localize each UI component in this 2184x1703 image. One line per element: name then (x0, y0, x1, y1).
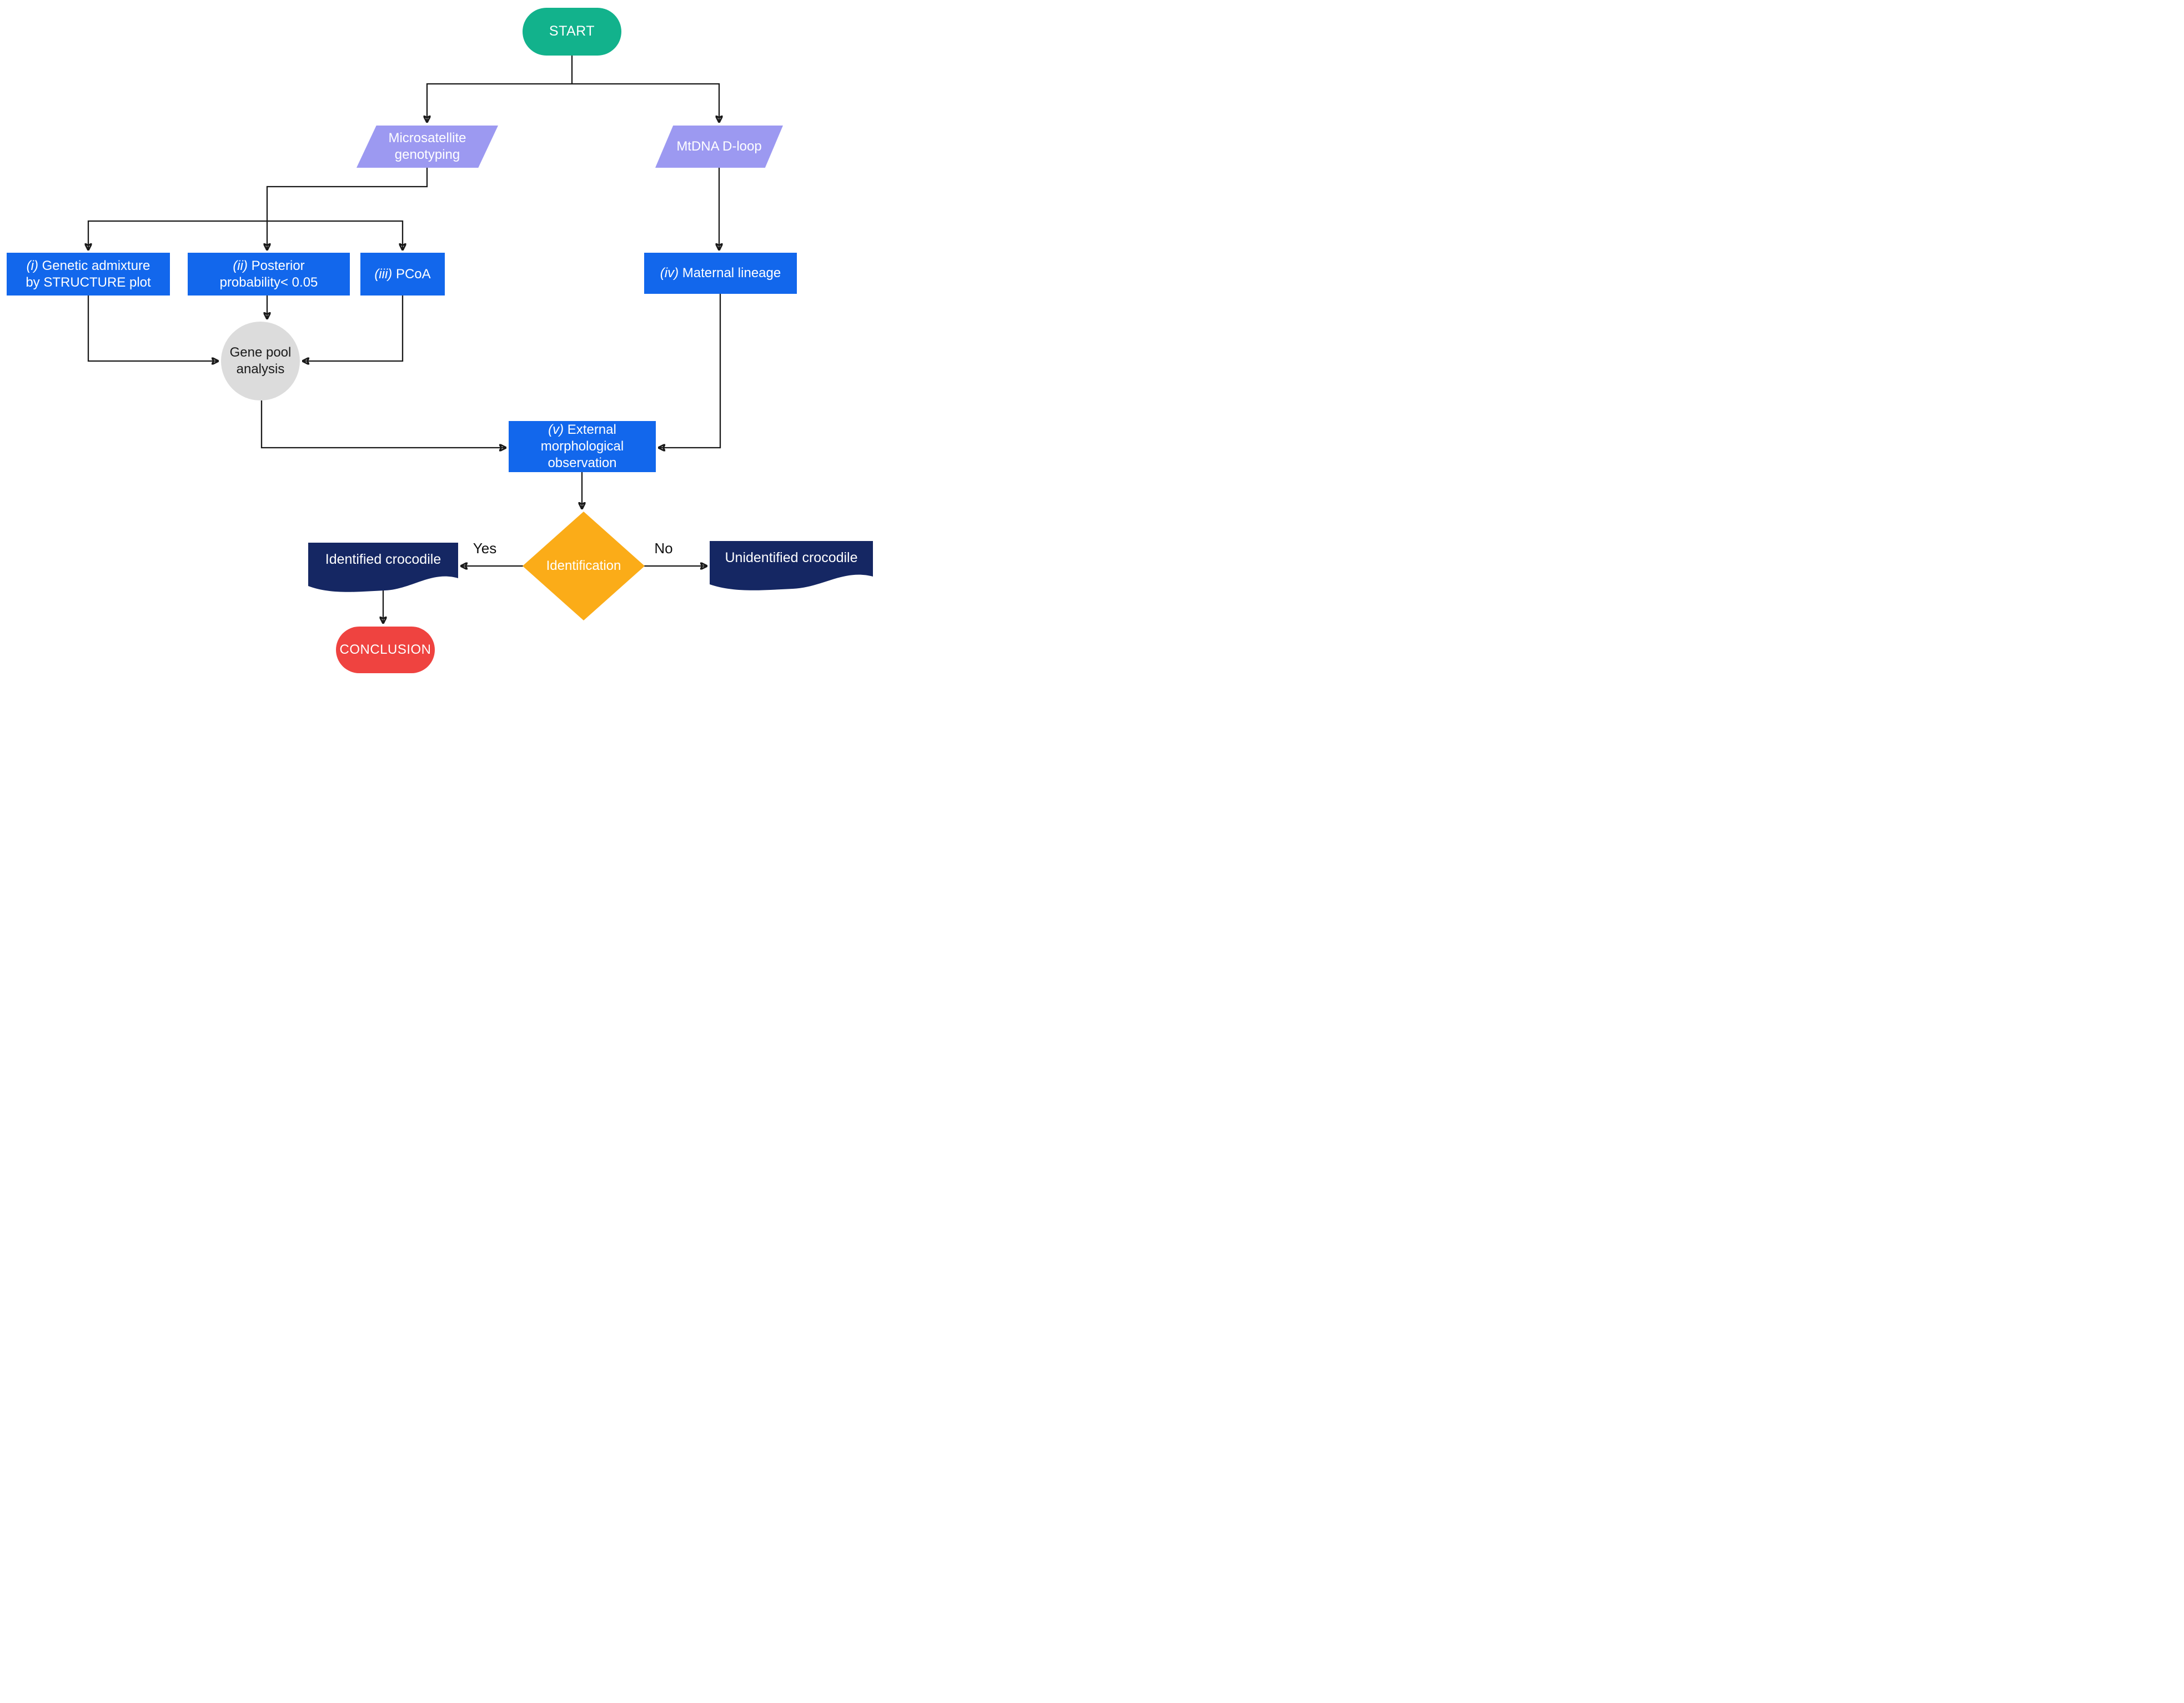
edge-branch-to-admixture (88, 220, 267, 249)
edge-label-no: No (654, 540, 673, 557)
node-start: START (523, 8, 621, 56)
node-identified-crocodile: Identified crocodile (308, 543, 458, 598)
node-conclusion-label: CONCLUSION (339, 642, 431, 657)
node-start-label: START (549, 23, 595, 39)
node-microsatellite-genotyping: Microsatellite genotyping (357, 126, 498, 168)
node-genetic-admixture-label: (i) Genetic admixture by STRUCTURE plot (26, 258, 151, 290)
roman-numeral-iii: (iii) (374, 266, 393, 282)
node-external-morphological-observation: (v) External morphological observation (509, 421, 656, 472)
edge-pcoa-to-genepool (303, 295, 404, 361)
roman-numeral-iv: (iv) (660, 266, 679, 281)
node-pcoa-label: (iii) PCoA (374, 266, 431, 282)
node-unidentified-crocodile: Unidentified crocodile (710, 541, 873, 597)
node-unidentified-crocodile-label: Unidentified crocodile (725, 550, 858, 565)
node-identification-decision-label: Identification (546, 558, 621, 573)
node-posterior-probability: (ii) Posterior probability< 0.05 (188, 253, 350, 295)
roman-numeral-v: (v) (548, 422, 564, 437)
edge-admixture-to-genepool (87, 295, 218, 361)
node-conclusion: CONCLUSION (336, 627, 435, 673)
flowchart-canvas: START Microsatellite genotyping MtDNA D-… (0, 0, 873, 681)
document-shape (308, 543, 458, 592)
edge-start-to-microsatellite (427, 83, 572, 122)
node-mtdna-dloop: MtDNA D-loop (655, 126, 783, 168)
node-identified-crocodile-label: Identified crocodile (325, 552, 441, 567)
node-external-morphological-observation-label: (v) External morphological observation (540, 422, 624, 470)
node-gene-pool-analysis: Gene pool analysis (221, 322, 300, 400)
roman-numeral-ii: (ii) (233, 258, 248, 273)
document-shape (710, 541, 873, 590)
connector-layer (0, 56, 873, 681)
node-posterior-probability-label: (ii) Posterior probability< 0.05 (219, 258, 318, 290)
node-maternal-lineage-label: (iv) Maternal lineage (660, 266, 781, 281)
node-microsatellite-genotyping-label: Microsatellite genotyping (388, 131, 466, 162)
node-gene-pool-analysis-label: Gene pool analysis (229, 345, 292, 377)
node-mtdna-dloop-label: MtDNA D-loop (676, 139, 762, 154)
edge-genepool-to-external (260, 400, 505, 448)
edge-maternal-to-external (659, 294, 721, 448)
edge-label-yes: Yes (473, 540, 497, 557)
node-maternal-lineage: (iv) Maternal lineage (644, 253, 797, 294)
edge-microsatellite-to-posterior (267, 168, 428, 249)
node-pcoa: (iii) PCoA (360, 253, 445, 295)
node-genetic-admixture: (i) Genetic admixture by STRUCTURE plot (7, 253, 170, 295)
edge-branch-to-pcoa (267, 220, 403, 249)
edge-start-to-mtdna (572, 83, 719, 122)
roman-numeral-i: (i) (26, 258, 38, 273)
